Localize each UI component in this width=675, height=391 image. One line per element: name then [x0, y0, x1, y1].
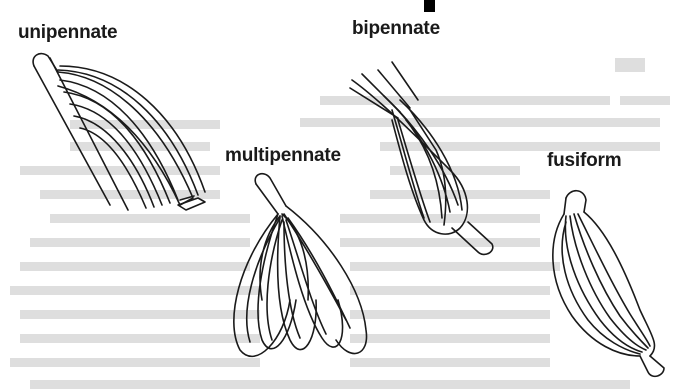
unipennate-muscle — [33, 54, 205, 210]
multipennate-muscle — [234, 174, 367, 357]
fusiform-muscle — [553, 191, 664, 377]
bipennate-muscle — [350, 62, 493, 254]
